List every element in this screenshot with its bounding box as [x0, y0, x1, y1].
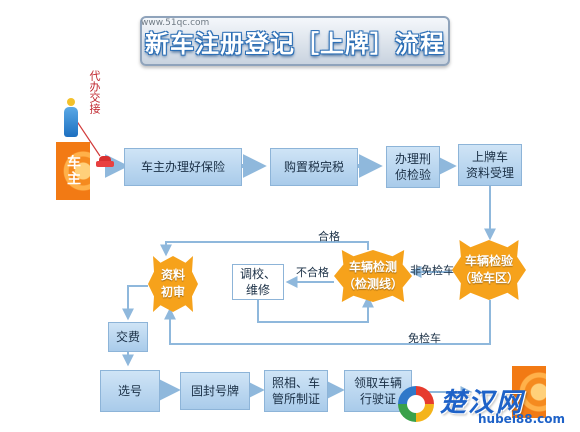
- step-adjust-repair: 调校、 维修: [232, 264, 284, 300]
- step-registration-accept: 上牌车 资料受理: [458, 144, 522, 186]
- step-document-review: 资料 初审: [148, 256, 198, 312]
- logo-url: hubei88.com: [478, 412, 566, 426]
- arrow-adjust-to-testing: [257, 295, 374, 323]
- arrow-exempt-to-review: [164, 300, 491, 345]
- owner-tab-label: 车主: [65, 155, 81, 187]
- person-icon: [64, 98, 78, 138]
- title-banner: 新车注册登记［上牌］流程: [140, 16, 450, 66]
- owner-tab-top: 车主: [56, 142, 90, 200]
- edge-label-qualified: 合格: [318, 230, 340, 243]
- site-logo: 楚汉网 hubei88.com: [398, 384, 576, 428]
- agent-note: 代办交接: [88, 70, 101, 114]
- step-select-number: 选号: [100, 370, 160, 412]
- step-vehicle-inspection-area: 车辆检验 （验车区）: [452, 240, 526, 300]
- edge-label-unqualified: 不合格: [296, 266, 329, 279]
- step-photo-license: 照相、车 管所制证: [264, 370, 328, 412]
- step-pay-fee: 交费: [108, 322, 148, 352]
- owner-tab-bottom: [512, 366, 546, 418]
- step-criminal-check: 办理刑 侦检验: [386, 146, 440, 188]
- car-icon: [96, 156, 114, 168]
- watermark-top: www.51qc.com: [141, 18, 210, 28]
- step-insurance: 车主办理好保险: [124, 148, 242, 186]
- edge-label-exempt: 免检车: [408, 332, 441, 345]
- logo-text: 楚汉网: [440, 388, 525, 418]
- step-vehicle-testing: 车辆检测 （检测线）: [334, 250, 412, 302]
- step-purchase-tax: 购置税完税: [270, 148, 358, 186]
- arrow-review-to-fee: [122, 285, 148, 321]
- step-plate-sealing: 固封号牌: [180, 372, 250, 410]
- edge-label-non-exempt: 非免检车: [410, 264, 454, 277]
- arrow-testing-qualified-to-review: [160, 241, 369, 257]
- agent-connector: [75, 119, 101, 157]
- page-title: 新车注册登记［上牌］流程: [145, 29, 445, 58]
- swirl-logo-icon: [398, 386, 434, 422]
